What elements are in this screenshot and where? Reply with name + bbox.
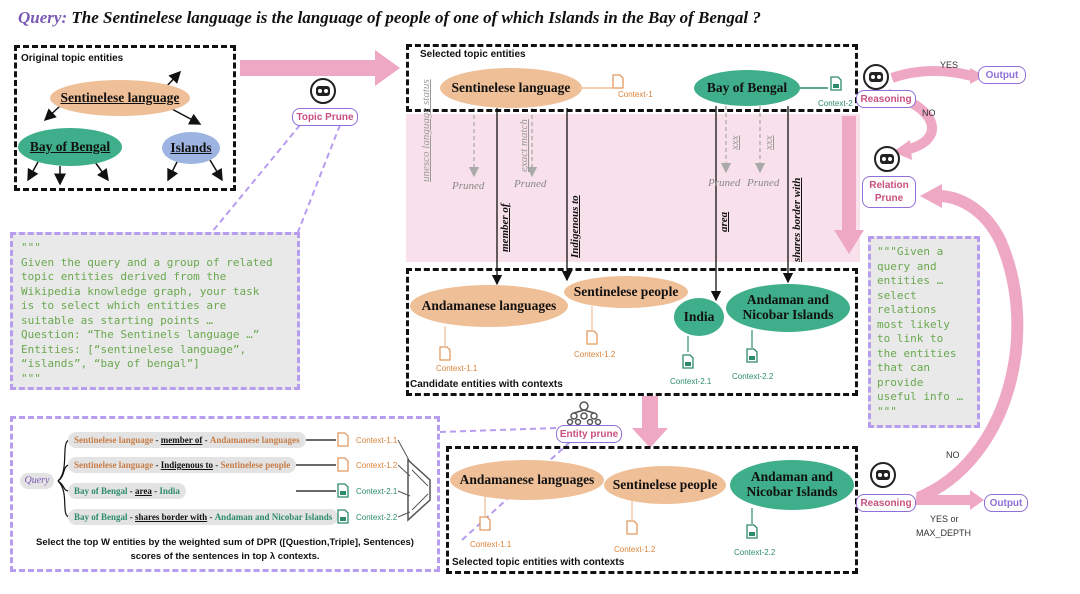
- triple-row: Bay of Bengal - shares border with - And…: [68, 509, 339, 525]
- context-label: Context-1.2: [574, 350, 616, 359]
- robot-icon: [874, 146, 900, 174]
- context-label: Context-2.2: [734, 548, 776, 557]
- document-icon: [830, 76, 842, 96]
- document-icon: [626, 520, 638, 540]
- final-entities-box: [446, 446, 858, 574]
- final-sentinelese-people: Sentinelese people: [604, 466, 726, 504]
- relation-indigenous-to: Indigenous to: [569, 195, 581, 258]
- document-icon: [479, 516, 491, 536]
- yes-label: YES: [940, 60, 959, 70]
- triple-row: Sentinelese language - member of - Andam…: [68, 432, 306, 448]
- relation-pruned-xxx-2: xxx: [763, 135, 775, 150]
- relation-prune-prompt: """Given a query and entities … select r…: [868, 236, 980, 428]
- context-label: Context-1: [618, 90, 653, 99]
- output-pill: Output: [978, 66, 1026, 84]
- document-icon: [612, 74, 624, 94]
- pruned-label: Pruned: [514, 178, 547, 190]
- robot-icon: [870, 462, 896, 490]
- original-entities-box: [14, 45, 236, 191]
- candidate-andamanese-languages: Andamanese languages: [410, 285, 568, 327]
- context-label: Context-2.1: [670, 377, 712, 386]
- candidate-sentinelese-people: Sentinelese people: [564, 276, 688, 308]
- context-label: Context-1.2: [356, 461, 398, 470]
- reasoning-pill-final: Reasoning: [856, 494, 916, 512]
- relation-pruned-xxx-1: xxx: [729, 135, 741, 150]
- relation-pruned-exact: exact match: [518, 119, 530, 172]
- yes-or-label: YES or: [930, 514, 959, 524]
- final-entities-title: Selected topic entities with contexts: [452, 557, 625, 568]
- selected-entities-title: Selected topic entities: [420, 49, 526, 60]
- selected-entity-bay-of-bengal: Bay of Bengal: [694, 70, 800, 106]
- context-label: Context-2: [818, 99, 853, 108]
- query-node: Query: [20, 473, 54, 489]
- candidate-andaman-nicobar: Andaman and Nicobar Islands: [726, 284, 850, 332]
- relation-member-of: member of: [499, 203, 511, 252]
- relation-shares-border-with: shares border with: [791, 177, 803, 262]
- entity-islands: Islands: [162, 132, 220, 164]
- relation-area: area: [718, 211, 730, 232]
- context-label: Context-1.1: [436, 364, 478, 373]
- final-andaman-nicobar: Andaman and Nicobar Islands: [730, 460, 854, 510]
- triples-caption: Select the top W entities by the weighte…: [36, 537, 414, 562]
- pruned-label: Pruned: [747, 177, 780, 189]
- triple-row: Sentinelese language - Indigenous to - S…: [68, 457, 297, 473]
- query-label: Query:: [18, 8, 68, 27]
- no-label: NO: [922, 108, 936, 118]
- no-label: NO: [946, 450, 960, 460]
- candidate-entities-title: Candidate entities with contexts: [410, 379, 563, 390]
- context-label: Context-1.2: [614, 545, 656, 554]
- candidate-entities-box: [406, 268, 858, 396]
- tree-icon: [566, 401, 602, 426]
- reasoning-pill: Reasoning: [856, 90, 916, 108]
- original-entities-title: Original topic entities: [21, 53, 124, 64]
- context-label: Context-2.2: [356, 513, 398, 522]
- context-label: Context-1.1: [356, 436, 398, 445]
- selected-entity-sentinelese-language: Sentinelese language: [440, 68, 582, 108]
- pruned-label: Pruned: [452, 180, 485, 192]
- entity-bay-of-bengal: Bay of Bengal: [18, 128, 122, 166]
- document-icon: [337, 509, 349, 529]
- query-text: The Sentinelese language is the language…: [71, 8, 761, 27]
- triples-box: [10, 416, 440, 572]
- triple-row: Bay of Bengal - area - India: [68, 483, 186, 499]
- relation-pruned-unesco: unesco language status: [420, 79, 432, 182]
- context-label: Context-1.1: [470, 540, 512, 549]
- document-icon: [439, 346, 451, 366]
- entity-prune-pill: Entity prune: [556, 425, 622, 443]
- pruned-label: Pruned: [708, 177, 741, 189]
- document-icon: [337, 483, 349, 503]
- topic-prune-prompt: """ Given the query and a group of relat…: [10, 232, 300, 390]
- final-andamanese-languages: Andamanese languages: [450, 460, 604, 500]
- query-line: Query: The Sentinelese language is the l…: [18, 8, 761, 28]
- max-depth-label: MAX_DEPTH: [916, 528, 972, 538]
- relation-band: [406, 114, 860, 262]
- entity-sentinelese-language: Sentinelese language: [50, 80, 190, 116]
- output-pill-final: Output: [984, 494, 1028, 512]
- document-icon: [586, 330, 598, 350]
- document-icon: [682, 354, 694, 374]
- arrow-to-selected: [240, 50, 400, 86]
- document-icon: [746, 348, 758, 368]
- document-icon: [337, 432, 349, 452]
- context-label: Context-2.1: [356, 487, 398, 496]
- document-icon: [337, 457, 349, 477]
- candidate-india: India: [674, 298, 724, 336]
- document-icon: [746, 524, 758, 544]
- selected-entities-box: [406, 44, 858, 112]
- context-label: Context-2.2: [732, 372, 774, 381]
- robot-icon: [863, 64, 889, 92]
- relation-prune-pill: Relation Prune: [862, 176, 916, 208]
- topic-prune-pill: Topic Prune: [292, 108, 358, 126]
- robot-icon: [310, 78, 336, 106]
